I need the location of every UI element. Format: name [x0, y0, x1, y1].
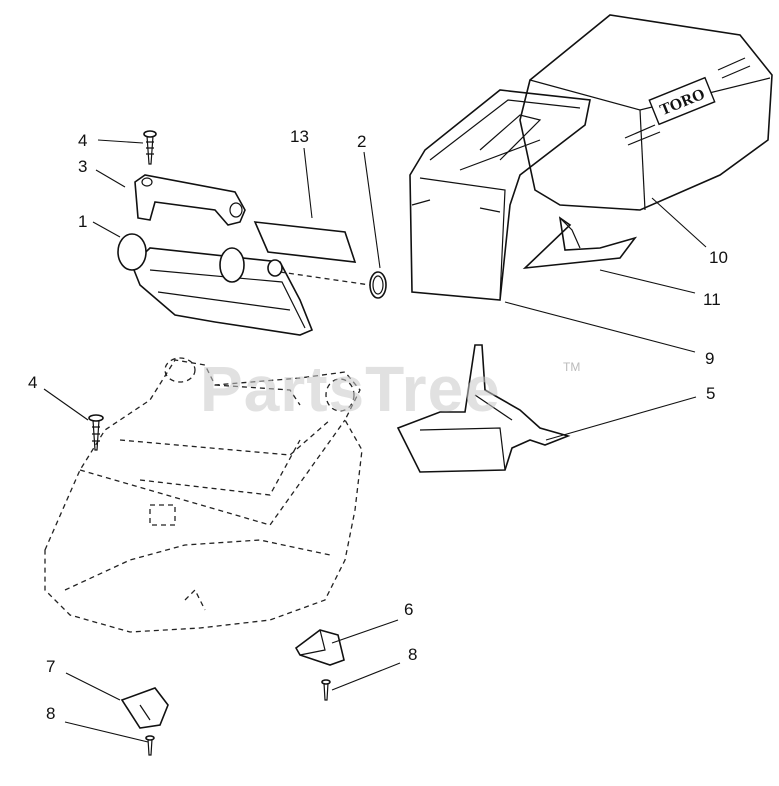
callout-13: 13 — [290, 127, 309, 146]
callout-2: 2 — [357, 132, 367, 151]
hinge-bracket — [134, 174, 246, 226]
callout-1: 1 — [78, 212, 88, 231]
watermark: PartsTree — [200, 353, 501, 425]
small-bracket-right — [294, 629, 345, 666]
screw-top — [143, 130, 157, 165]
callout-9: 9 — [705, 349, 715, 368]
callout-3: 3 — [78, 157, 88, 176]
screw-right — [321, 679, 331, 701]
grass-bag-cover: TORO — [519, 14, 773, 211]
deflector-plate — [522, 216, 638, 270]
callout-4-top: 4 — [78, 131, 88, 150]
mower-deck-outline — [44, 357, 363, 633]
callout-10: 10 — [709, 248, 728, 267]
rear-door-bracket — [117, 233, 314, 336]
small-bracket-left — [120, 687, 169, 729]
callout-5: 5 — [706, 384, 716, 403]
callout-4-left: 4 — [28, 373, 38, 392]
callout-6: 6 — [404, 600, 414, 619]
spring — [279, 271, 387, 299]
screw-left — [88, 414, 104, 451]
chute-deflector — [396, 344, 571, 473]
callout-7: 7 — [46, 657, 56, 676]
callout-8-left: 8 — [46, 704, 56, 723]
leader-lines — [43, 139, 707, 743]
screw-bottom — [145, 735, 155, 756]
label-decal — [253, 221, 357, 263]
watermark-tm: TM — [563, 360, 581, 374]
grass-bag-frame — [409, 89, 591, 301]
callout-8-right: 8 — [408, 645, 418, 664]
callout-11: 11 — [703, 290, 721, 309]
